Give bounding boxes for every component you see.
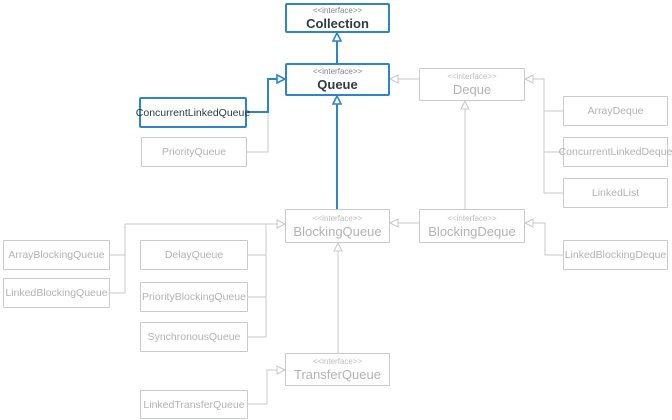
node-label: ArrayBlockingQueue [8,249,105,261]
edge-right-column-deque [523,74,563,194]
node-priority-blocking-queue[interactable]: PriorityBlockingQueue [140,282,248,312]
node-label: PriorityQueue [161,146,227,158]
edge-concurrentlinkedqueue-queue [247,73,287,113]
node-transfer-queue[interactable]: <<interface>> TransferQueue [285,353,390,386]
node-linked-blocking-deque[interactable]: LinkedBlockingDeque [563,240,668,270]
edge-blockingdeque-blockingqueue [388,218,419,228]
edge-priorityqueue-queue [247,113,269,153]
node-linked-blocking-queue[interactable]: LinkedBlockingQueue [3,278,110,308]
node-label: Queue [317,77,358,92]
node-label: ConcurrentLinkedDeque [558,146,672,158]
node-blocking-queue[interactable]: <<interface>> BlockingQueue [285,209,390,243]
stereotype-label: <<interface>> [312,357,363,366]
node-concurrent-linked-queue[interactable]: ConcurrentLinkedQueue [135,97,251,128]
edge-deque-queue [388,74,419,84]
edge-linkedblockingdeque-blockingdeque [523,218,563,256]
node-array-deque[interactable]: ArrayDeque [563,96,668,126]
node-label: ConcurrentLinkedQueue [135,106,251,119]
stereotype-label: <<interface>> [312,5,363,15]
node-label: TransferQueue [294,367,381,382]
node-concurrent-linked-deque[interactable]: ConcurrentLinkedDeque [559,137,672,167]
stereotype-label: <<interface>> [312,67,363,76]
edge-transferqueue-blockingqueue [333,241,343,353]
node-label: ArrayDeque [587,105,644,117]
node-label: LinkedList [591,187,640,199]
edge-blockingqueue-queue [331,94,343,209]
stereotype-label: <<interface>> [312,213,363,223]
edge-left-column-blockingqueue [110,219,287,294]
node-label: LinkedTransferQueue [143,398,245,411]
node-linked-transfer-queue[interactable]: LinkedTransferQueue [140,390,248,419]
node-label: DelayQueue [164,249,224,261]
node-queue[interactable]: <<interface>> Queue [285,63,390,96]
stereotype-label: <<interface>> [447,213,497,223]
node-collection[interactable]: <<interface>> Collection [285,3,390,33]
node-priority-queue[interactable]: PriorityQueue [141,137,247,167]
node-label: BlockingDeque [428,223,516,239]
node-label: BlockingQueue [293,223,382,239]
node-blocking-deque[interactable]: <<interface>> BlockingDeque [419,209,525,243]
edge-linkedtransferqueue-transferqueue [248,365,287,405]
node-label: Collection [306,15,369,31]
node-label: PriorityBlockingQueue [142,291,246,303]
node-synchronous-queue[interactable]: SynchronousQueue [140,322,248,352]
node-delay-queue[interactable]: DelayQueue [140,240,248,270]
node-array-blocking-queue[interactable]: ArrayBlockingQueue [3,240,110,270]
node-label: LinkedBlockingQueue [5,287,108,299]
node-label: Deque [452,82,492,97]
node-deque[interactable]: <<interface>> Deque [419,68,525,101]
node-label: SynchronousQueue [147,331,241,343]
edge-queue-collection [331,31,343,63]
node-linked-list[interactable]: LinkedList [563,178,668,208]
edge-blockingdeque-deque [460,99,470,209]
edge-middle-column-blockingqueue [248,224,267,338]
stereotype-label: <<interface>> [447,72,497,81]
node-label: LinkedBlockingDeque [564,249,667,261]
